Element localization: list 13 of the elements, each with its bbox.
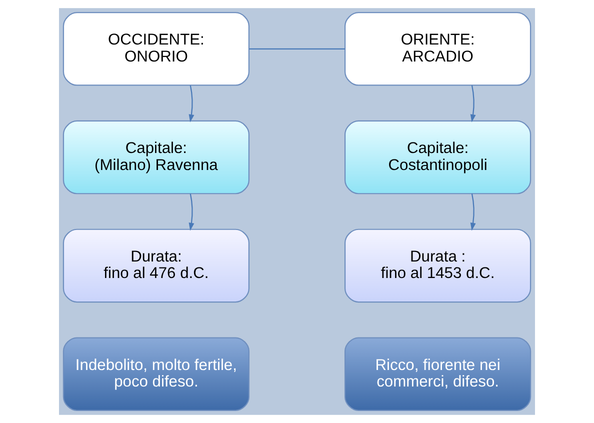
node-box: ORIENTE: ARCADIO — [344, 12, 532, 86]
node-box: Capitale: (Milano) Ravenna — [62, 120, 250, 194]
arrow — [188, 85, 194, 122]
node-box: Durata: fino al 476 d.C. — [62, 228, 250, 303]
node-box: OCCIDENTE: ONORIO — [62, 12, 250, 86]
node-box: Durata : fino al 1453 d.C. — [344, 228, 532, 303]
node-box: Ricco, fiorente nei commerci, difeso. — [344, 337, 532, 411]
node-box: Indebolito, molto fertile, poco difeso. — [62, 337, 250, 411]
arrow — [188, 194, 194, 231]
node-box: Capitale: Costantinopoli — [344, 120, 532, 194]
arrow — [470, 194, 476, 231]
arrow — [470, 85, 476, 122]
connector — [249, 48, 345, 50]
